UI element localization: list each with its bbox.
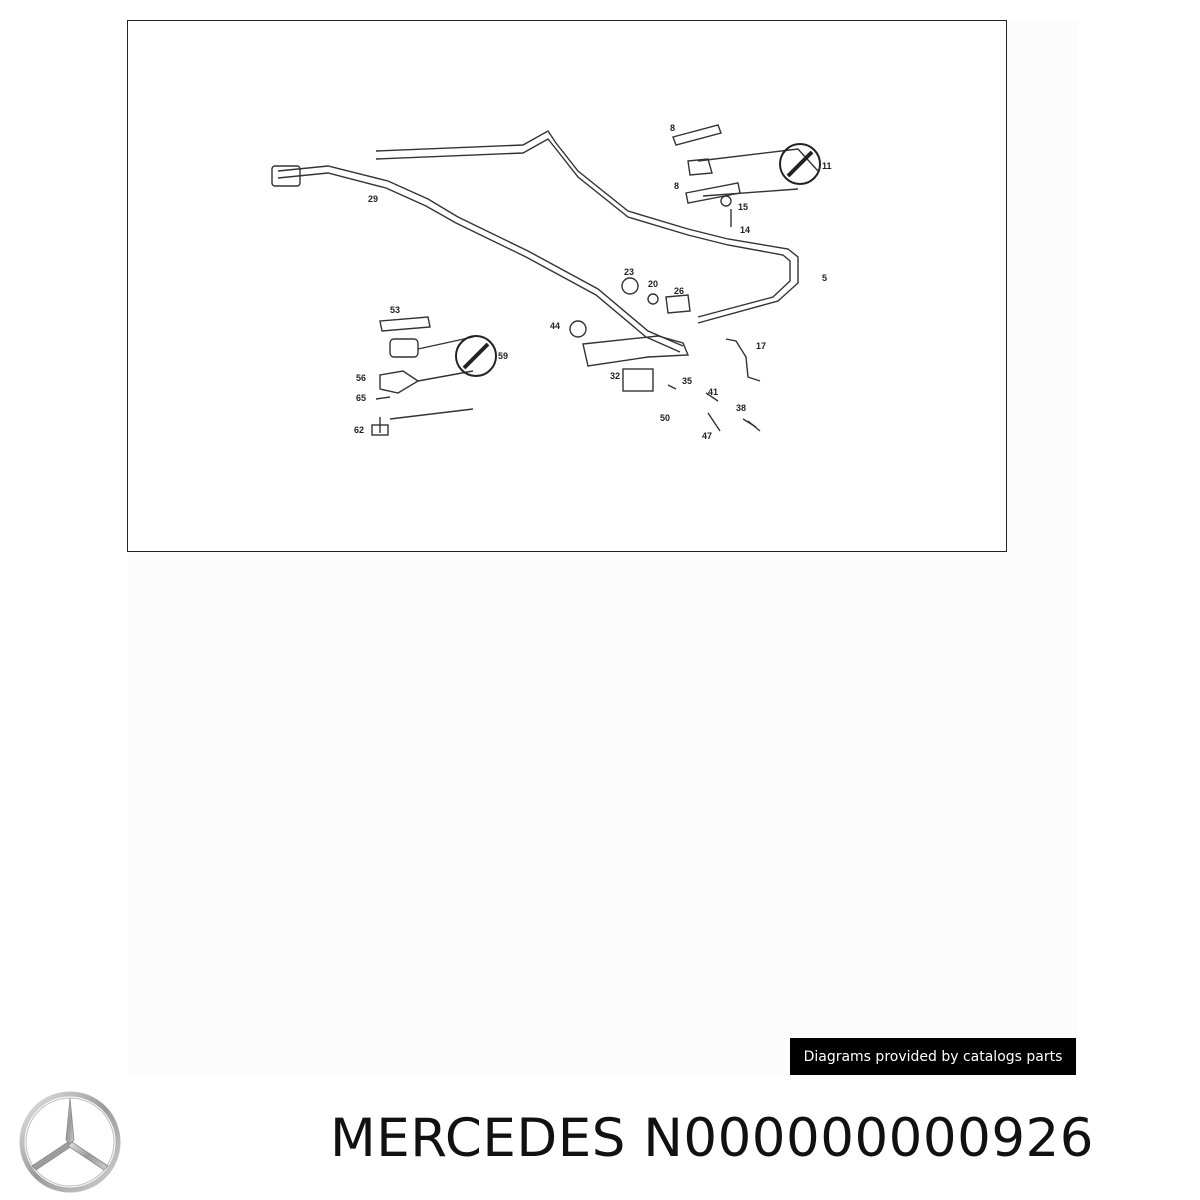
callout-53: 53: [390, 305, 400, 315]
callout-47: 47: [702, 431, 712, 441]
wrench-icon: [779, 143, 821, 185]
parts-diagram: 8 11 8 15 14 29 5 23 20 26 53 44 17 59 5…: [127, 20, 1007, 552]
callout-50: 50: [660, 413, 670, 423]
end-bracket-left: [271, 165, 301, 187]
diagram-svg: 8 11 8 15 14 29 5 23 20 26 53 44 17 59 5…: [271, 123, 832, 441]
link-17: [725, 338, 761, 382]
callout-5: 5: [822, 273, 827, 283]
wrench-icon: [455, 335, 497, 377]
bushing-44: [569, 320, 587, 338]
callout-38: 38: [736, 403, 746, 413]
callout-65: 65: [356, 393, 366, 403]
callout-41: 41: [708, 387, 718, 397]
callout-26: 26: [674, 286, 684, 296]
callout-14: 14: [740, 225, 750, 235]
stabilizer-bar-lower: [277, 165, 684, 347]
callout-8b: 8: [674, 181, 679, 191]
callout-11: 11: [822, 161, 832, 171]
callout-23: 23: [624, 267, 634, 277]
callout-17: 17: [756, 341, 766, 351]
part-number: N000000000926: [643, 1108, 1094, 1169]
bracket-53: [379, 316, 431, 332]
brand-name: MERCEDES: [330, 1108, 626, 1169]
callout-62: 62: [354, 425, 364, 435]
callout-35: 35: [682, 376, 692, 386]
end-bracket-right: [582, 335, 690, 367]
clamp-lower: [685, 182, 741, 204]
callout-32: 32: [610, 371, 620, 381]
callout-8a: 8: [670, 123, 675, 133]
diagram-credit-banner: Diagrams provided by catalogs parts: [790, 1038, 1076, 1075]
callout-56: 56: [356, 373, 366, 383]
callout-15: 15: [738, 202, 748, 212]
page-title: MERCEDES N000000000926: [330, 1108, 1094, 1169]
clamp-upper: [672, 124, 722, 146]
callout-59: 59: [498, 351, 508, 361]
stabilizer-bar-upper: [375, 130, 799, 324]
mercedes-star-logo-icon: [18, 1090, 122, 1194]
nut-23: [621, 277, 639, 295]
callout-20: 20: [648, 279, 658, 289]
callout-44: 44: [550, 321, 560, 331]
callout-29: 29: [368, 194, 378, 204]
